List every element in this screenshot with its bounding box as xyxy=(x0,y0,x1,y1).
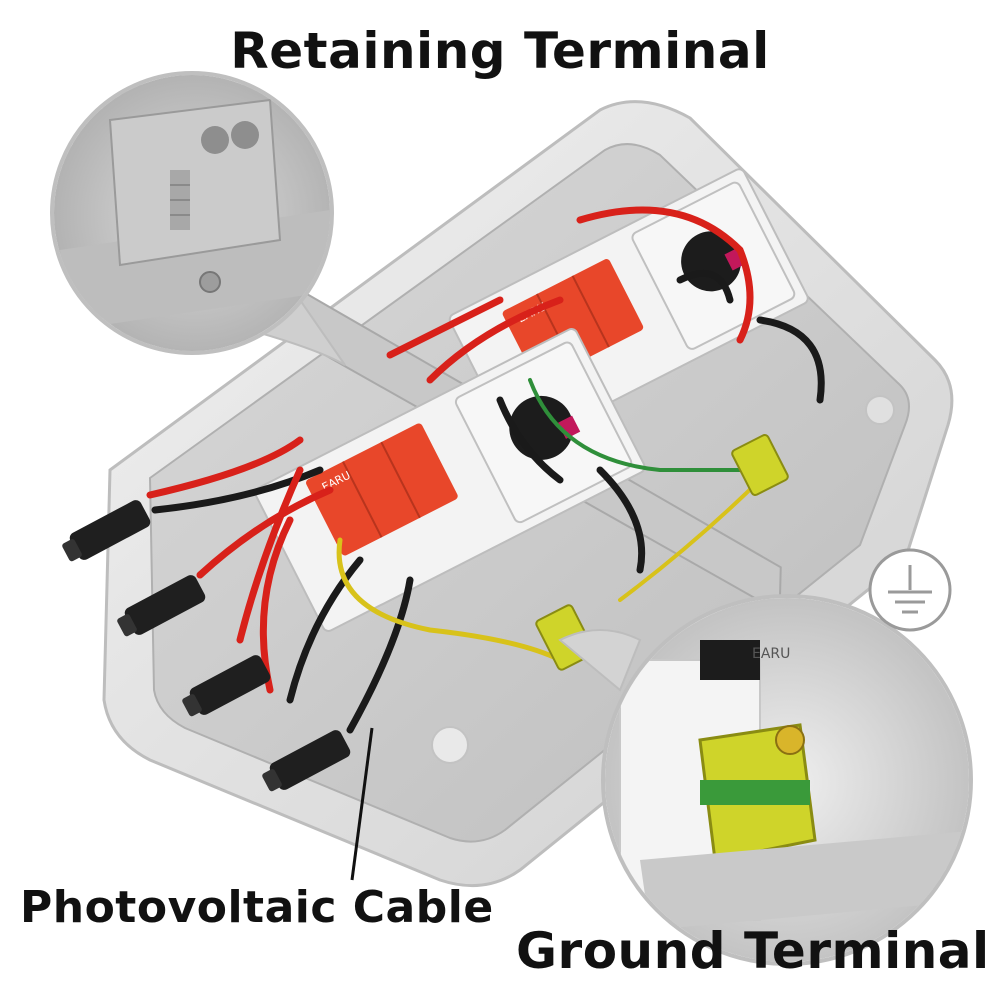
wiring xyxy=(146,206,825,734)
cable-callout-line xyxy=(350,727,374,881)
mc4-connector-4 xyxy=(262,730,351,792)
spd-module-lower xyxy=(306,423,458,556)
lower-breaker-row: EARU xyxy=(254,328,646,632)
ground-symbol-icon xyxy=(868,548,952,632)
mc4-connector-1 xyxy=(62,500,151,562)
retaining-terminal-label: Retaining Terminal xyxy=(230,22,770,80)
brand-mark-zoom: EARU xyxy=(752,646,790,662)
ground-terminal-zoom: EARU xyxy=(558,594,973,966)
mc4-connector-3 xyxy=(182,655,271,717)
ground-terminal-label: Ground Terminal xyxy=(516,922,990,980)
photovoltaic-cable-label: Photovoltaic Cable xyxy=(20,882,494,933)
mc4-connectors xyxy=(62,500,351,792)
mc4-connector-2 xyxy=(117,575,206,637)
retaining-terminal-zoom xyxy=(50,71,346,366)
